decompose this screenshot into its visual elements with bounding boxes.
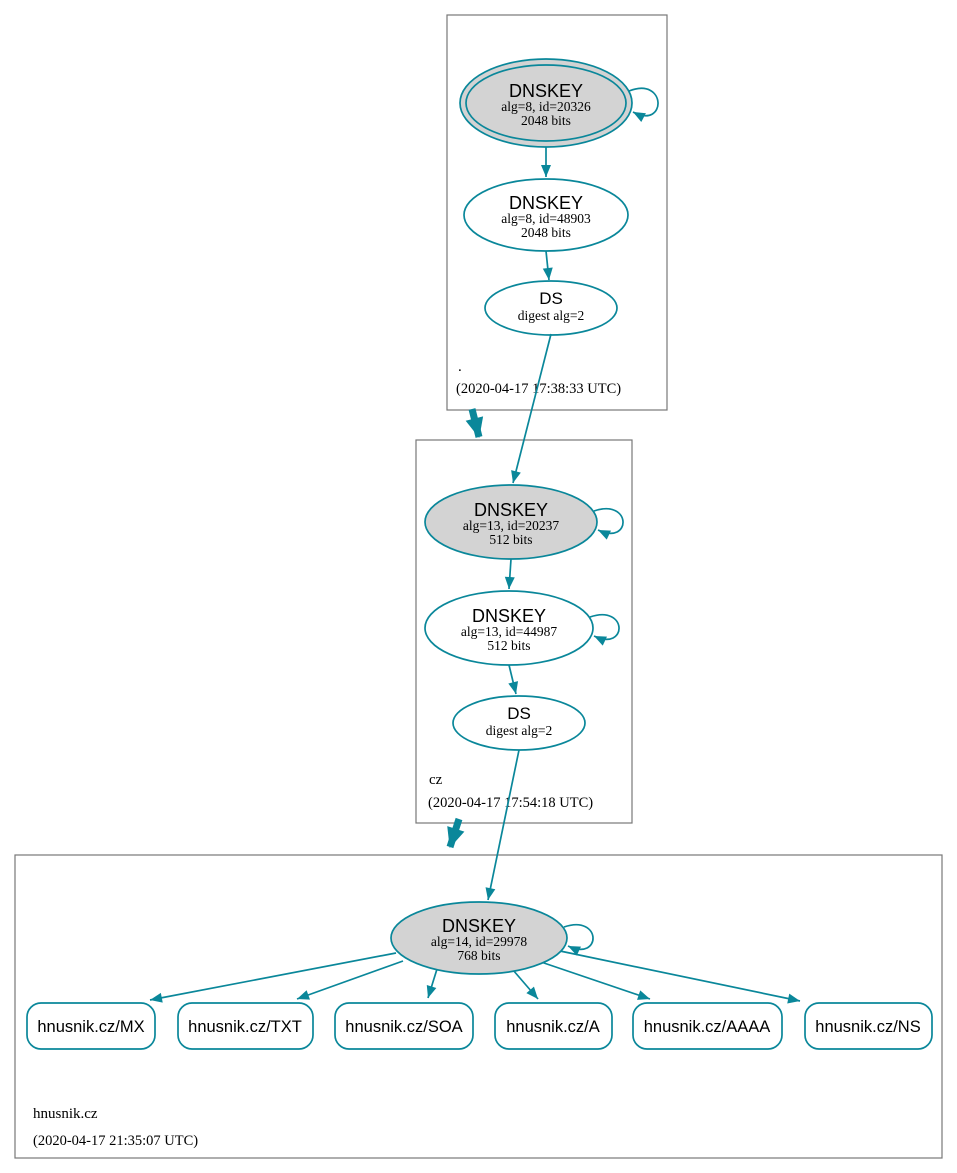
edge-hnusnik-dnskey-selfsign [563,924,594,956]
cz-ds-meta: digest alg=2 [486,723,552,738]
node-root-dnskey-20326[interactable]: DNSKEY alg=8, id=20326 2048 bits [459,58,633,148]
root-zsk-title: DNSKEY [509,193,583,213]
edge-root-zsk-to-ds [542,250,553,281]
hnusnik-dnskey-ellipse [390,901,568,975]
node-rrset-mx[interactable]: hnusnik.cz/MX [26,1002,156,1050]
cz-zsk-ellipse [424,590,594,666]
rrset-aaaa-rect [632,1002,783,1050]
cz-ksk-ellipse [424,484,598,560]
cz-ksk-title: DNSKEY [474,500,548,520]
zone-root-label: . [458,359,462,375]
edge-cz-delegation-to-hnusnik [446,817,465,849]
root-zsk-meta: alg=8, id=48903 [501,211,591,226]
rrset-txt-rect [177,1002,314,1050]
rrset-aaaa-label: hnusnik.cz/AAAA [644,1018,771,1036]
root-ksk-inner-ellipse [465,64,627,142]
edge-cz-ksk-selfsign [593,508,624,540]
root-zsk-ellipse [463,178,629,252]
edge-root-ds-to-cz-ksk [511,333,552,484]
cz-zsk-meta: alg=13, id=44987 [461,624,557,639]
rrset-ns-label: hnusnik.cz/NS [815,1018,920,1036]
cz-ksk-meta: alg=13, id=20237 [463,518,559,533]
zone-root-box [446,14,668,411]
edge-cz-ksk-to-zsk [504,558,515,590]
edge-dnskey-to-ns [559,950,801,1004]
root-ksk-bits: 2048 bits [521,113,571,128]
edge-dnskey-to-txt [296,960,404,1000]
zone-root: . (2020-04-17 17:38:33 UTC) DNSKEY alg=8… [446,14,668,411]
rrset-ns-rect [804,1002,933,1050]
rrset-a-label: hnusnik.cz/A [506,1018,600,1036]
node-rrset-a[interactable]: hnusnik.cz/A [494,1002,613,1050]
rrset-soa-label: hnusnik.cz/SOA [345,1018,462,1036]
cz-zsk-title: DNSKEY [472,606,546,626]
rrset-mx-rect [26,1002,156,1050]
node-cz-dnskey-20237[interactable]: DNSKEY alg=13, id=20237 512 bits [424,484,598,560]
node-rrset-txt[interactable]: hnusnik.cz/TXT [177,1002,314,1050]
node-hnusnik-dnskey-29978[interactable]: DNSKEY alg=14, id=29978 768 bits [390,901,568,975]
root-ksk-meta: alg=8, id=20326 [501,99,591,114]
cz-ksk-bits: 512 bits [489,532,532,547]
edge-dnskey-to-soa [426,968,438,999]
zone-cz: cz (2020-04-17 17:54:18 UTC) DNSKEY alg=… [415,439,633,824]
edge-root-delegation-to-cz [465,408,484,438]
node-rrset-ns[interactable]: hnusnik.cz/NS [804,1002,933,1050]
edge-cz-zsk-selfsign [589,614,620,646]
root-ds-meta: digest alg=2 [518,308,584,323]
zone-hnusnik-label: hnusnik.cz [33,1106,98,1122]
root-ds-title: DS [539,289,563,308]
root-zsk-bits: 2048 bits [521,225,571,240]
node-root-ds[interactable]: DS digest alg=2 [484,280,618,336]
zone-cz-label: cz [429,772,443,788]
node-rrset-aaaa[interactable]: hnusnik.cz/AAAA [632,1002,783,1050]
hnusnik-dnskey-meta: alg=14, id=29978 [431,934,527,949]
edge-dnskey-to-a [512,969,539,1000]
zone-hnusnik-box [14,854,943,1159]
zone-hnusnik-cz: hnusnik.cz (2020-04-17 21:35:07 UTC) DNS… [14,854,943,1159]
cz-zsk-bits: 512 bits [487,638,530,653]
edge-dnskey-to-mx [149,952,397,1003]
edge-root-ksk-selfsign [628,87,659,123]
rrset-mx-label: hnusnik.cz/MX [37,1018,144,1036]
zone-root-timestamp: (2020-04-17 17:38:33 UTC) [456,381,621,397]
hnusnik-dnskey-bits: 768 bits [457,948,500,963]
root-ksk-title: DNSKEY [509,81,583,101]
node-cz-dnskey-44987[interactable]: DNSKEY alg=13, id=44987 512 bits [424,590,594,666]
zone-cz-timestamp: (2020-04-17 17:54:18 UTC) [428,795,593,811]
zone-hnusnik-timestamp: (2020-04-17 21:35:07 UTC) [33,1133,198,1149]
node-rrset-soa[interactable]: hnusnik.cz/SOA [334,1002,474,1050]
edge-cz-ds-to-hnusnik-dnskey [485,749,520,901]
edge-cz-zsk-to-ds [508,664,519,695]
rrset-a-rect [494,1002,613,1050]
rrset-txt-label: hnusnik.cz/TXT [188,1018,302,1036]
cz-ds-title: DS [507,704,531,723]
hnusnik-dnskey-title: DNSKEY [442,916,516,936]
rrset-soa-rect [334,1002,474,1050]
node-root-dnskey-48903[interactable]: DNSKEY alg=8, id=48903 2048 bits [463,178,629,252]
edge-dnskey-to-aaaa [540,961,651,1000]
node-cz-ds[interactable]: DS digest alg=2 [452,695,586,751]
